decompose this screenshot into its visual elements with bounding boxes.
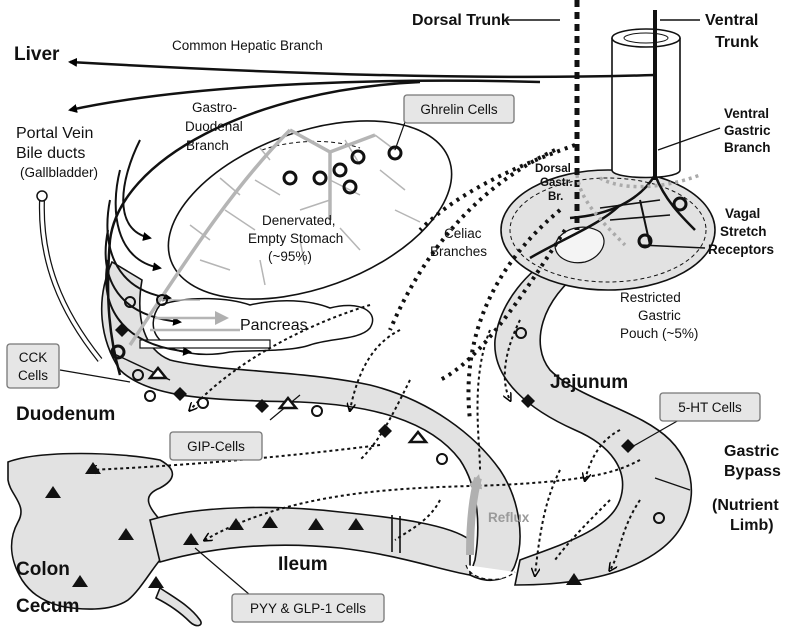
ventral-trunk-label-2: Trunk: [715, 34, 759, 51]
gastro-duodenal-label-1: Gastro-: [192, 100, 237, 115]
dorsal-gastr-label-1: Dorsal: [535, 163, 571, 175]
colon-cecum: [8, 454, 172, 610]
denervated-label-2: Empty Stomach: [248, 231, 343, 246]
ghrelin-cells-label: Ghrelin Cells: [420, 102, 498, 117]
cck-cells-box: CCK Cells: [7, 344, 59, 388]
colon-label: Colon: [16, 559, 70, 580]
portal-vein-label: Portal Vein: [16, 125, 93, 142]
dorsal-gastr-label-3: Br.: [548, 191, 563, 203]
gastric-bypass-label-4: Limb): [730, 517, 774, 534]
5ht-cells-box: 5-HT Cells: [660, 393, 760, 421]
celiac-label-2: Branches: [430, 244, 487, 259]
pyy-glp1-cells-box: PYY & GLP-1 Cells: [232, 594, 384, 622]
dorsal-gastr-label-2: Gastr.: [540, 177, 573, 189]
celiac-label-1: Celiac: [444, 226, 482, 241]
gastric-bypass-label-2: Bypass: [724, 463, 781, 480]
pancreas-label: Pancreas: [240, 317, 308, 334]
dorsal-trunk-label: Dorsal Trunk: [412, 12, 510, 29]
reflux-label: Reflux: [488, 510, 530, 525]
jejunum-label: Jejunum: [550, 372, 628, 393]
gastric-bypass-label-1: Gastric: [724, 443, 779, 460]
ghrelin-cells-box: Ghrelin Cells: [404, 95, 514, 123]
denervated-label-3: (~95%): [268, 249, 312, 264]
pyy-glp1-label: PYY & GLP-1 Cells: [250, 601, 366, 616]
gastric-bypass-label-3: (Nutrient: [712, 497, 779, 514]
restricted-label-1: Restricted: [620, 290, 681, 305]
common-hepatic-label: Common Hepatic Branch: [172, 38, 323, 53]
gip-cells-label: GIP-Cells: [187, 439, 245, 454]
gastro-duodenal-label-3: Branch: [186, 138, 229, 153]
ventral-gastric-label-3: Branch: [724, 140, 771, 155]
denervated-label-1: Denervated,: [262, 213, 336, 228]
gip-cells-box: GIP-Cells: [170, 432, 262, 460]
gallbladder-label: (Gallbladder): [20, 165, 98, 180]
vagal-label-1: Vagal: [725, 206, 760, 221]
ventral-trunk-label-1: Ventral: [705, 12, 758, 29]
duodenum-label: Duodenum: [16, 404, 115, 425]
cck-label-2: Cells: [18, 368, 48, 383]
gastro-duodenal-label-2: Duodenal: [185, 119, 243, 134]
restricted-label-2: Gastric: [638, 308, 681, 323]
vagal-label-3: Receptors: [708, 242, 774, 257]
vagal-label-2: Stretch: [720, 224, 767, 239]
ventral-gastric-label-1: Ventral: [724, 106, 769, 121]
5ht-cells-label: 5-HT Cells: [678, 400, 742, 415]
ileum-label: Ileum: [278, 554, 328, 575]
liver-label: Liver: [14, 44, 60, 65]
cecum-label: Cecum: [16, 596, 79, 617]
esophagus: [612, 38, 680, 178]
appendix: [156, 588, 201, 626]
cck-label-1: CCK: [19, 350, 48, 365]
ventral-gastric-label-2: Gastric: [724, 123, 771, 138]
bile-ducts-label: Bile ducts: [16, 145, 85, 162]
restricted-label-3: Pouch (~5%): [620, 326, 698, 341]
